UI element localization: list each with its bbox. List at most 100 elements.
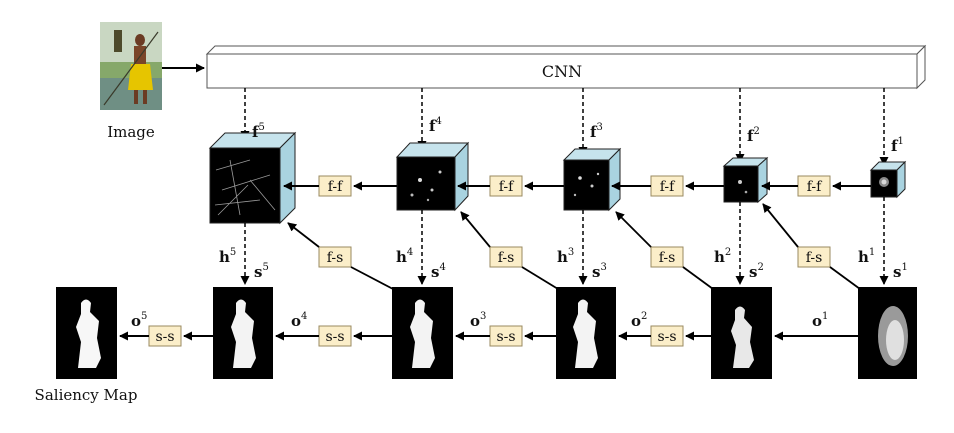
s4-sup: 4 bbox=[439, 262, 445, 273]
s5-sup: 5 bbox=[262, 262, 268, 273]
s3-to-fs2-line bbox=[521, 266, 559, 290]
feature-cube-f5 bbox=[208, 131, 297, 225]
saliency-map-s5 bbox=[213, 287, 273, 379]
s-labels: s5 s4 s3 s2 s1 bbox=[254, 262, 908, 281]
o4-label: o bbox=[291, 312, 301, 330]
ff-module-1: f-f bbox=[318, 175, 352, 197]
ff-module-3: f-f bbox=[650, 175, 684, 197]
svg-text:f-f: f-f bbox=[807, 179, 823, 195]
svg-text:h2: h2 bbox=[714, 247, 731, 266]
svg-text:o5: o5 bbox=[131, 311, 147, 330]
svg-text:f-s: f-s bbox=[498, 250, 515, 266]
ss-module-3: s-s bbox=[318, 325, 352, 347]
svg-text:o1: o1 bbox=[812, 311, 828, 330]
fs-module-3: f-s bbox=[650, 246, 684, 268]
svg-text:f-s: f-s bbox=[327, 250, 344, 266]
f-labels: f5 f4 f3 f2 f1 bbox=[252, 116, 904, 155]
saliency-map-s4 bbox=[392, 287, 453, 379]
f5-label: f bbox=[252, 123, 260, 141]
h3-sup: 3 bbox=[568, 247, 574, 258]
svg-text:s-s: s-s bbox=[657, 329, 676, 345]
o5-sup: 5 bbox=[141, 311, 147, 322]
h5-sup: 5 bbox=[230, 247, 236, 258]
svg-text:f-s: f-s bbox=[659, 250, 676, 266]
svg-text:s-s: s-s bbox=[325, 329, 344, 345]
ss-module-1: s-s bbox=[650, 325, 684, 347]
svg-text:o2: o2 bbox=[631, 311, 647, 330]
svg-text:o3: o3 bbox=[470, 311, 486, 330]
svg-text:f-f: f-f bbox=[328, 179, 344, 195]
s5-label: s bbox=[254, 263, 262, 281]
o1-sup: 1 bbox=[822, 311, 828, 322]
svg-text:f5: f5 bbox=[252, 122, 265, 141]
o5-label: o bbox=[131, 312, 141, 330]
ss-module-2: s-s bbox=[489, 325, 523, 347]
f2-sup: 2 bbox=[753, 126, 759, 137]
saliency-map-s1 bbox=[858, 287, 917, 379]
fs4-to-f2-arrow bbox=[762, 203, 799, 248]
feature-cube-f1 bbox=[869, 160, 907, 199]
feature-cube-f2 bbox=[722, 156, 769, 204]
svg-text:s3: s3 bbox=[592, 262, 607, 281]
o2-label: o bbox=[631, 312, 641, 330]
saliency-map-s2 bbox=[711, 287, 772, 379]
h1-sup: 1 bbox=[869, 247, 875, 258]
h-labels: h5 h4 h3 h2 h1 bbox=[219, 247, 875, 266]
f1-label: f bbox=[891, 137, 899, 155]
svg-text:f-f: f-f bbox=[499, 179, 515, 195]
svg-text:o4: o4 bbox=[291, 311, 307, 330]
svg-text:f1: f1 bbox=[891, 136, 904, 155]
fs-module-4: f-s bbox=[797, 246, 831, 268]
ss-module-4: s-s bbox=[148, 325, 182, 347]
h1-label: h bbox=[858, 248, 869, 266]
s2-to-fs3-line bbox=[682, 266, 714, 290]
o1-label: o bbox=[812, 312, 822, 330]
cnn-block bbox=[205, 44, 927, 90]
ff-module-4: f-f bbox=[797, 175, 831, 197]
svg-text:s4: s4 bbox=[431, 262, 446, 281]
svg-text:s-s: s-s bbox=[496, 329, 515, 345]
s3-sup: 3 bbox=[600, 262, 606, 273]
feature-cube-f4 bbox=[395, 141, 470, 212]
h4-sup: 4 bbox=[407, 247, 413, 258]
feature-cube-f3 bbox=[562, 147, 622, 212]
svg-text:f-s: f-s bbox=[806, 250, 823, 266]
s4-to-fs1-line bbox=[350, 266, 394, 290]
svg-text:f4: f4 bbox=[429, 116, 442, 135]
s3-label: s bbox=[592, 263, 600, 281]
svg-text:f-f: f-f bbox=[660, 179, 676, 195]
saliency-map-output bbox=[56, 287, 117, 379]
image-caption: Image bbox=[107, 123, 155, 141]
fs1-to-f5-arrow bbox=[287, 222, 320, 248]
f2-label: f bbox=[747, 127, 755, 145]
svg-text:f2: f2 bbox=[747, 126, 760, 145]
fs-module-1: f-s bbox=[318, 246, 352, 268]
s1-to-fs4-line bbox=[829, 266, 861, 290]
cnn-label: CNN bbox=[542, 62, 582, 81]
svg-text:h4: h4 bbox=[396, 247, 413, 266]
f4-label: f bbox=[429, 117, 437, 135]
s2-label: s bbox=[749, 263, 757, 281]
s1-label: s bbox=[893, 263, 901, 281]
s2-sup: 2 bbox=[757, 262, 763, 273]
svg-text:h5: h5 bbox=[219, 247, 236, 266]
f5-sup: 5 bbox=[258, 122, 264, 133]
h3-label: h bbox=[557, 248, 568, 266]
svg-text:h1: h1 bbox=[858, 247, 875, 266]
ff-module-2: f-f bbox=[489, 175, 523, 197]
h5-label: h bbox=[219, 248, 230, 266]
f3-sup: 3 bbox=[596, 122, 602, 133]
svg-text:f3: f3 bbox=[590, 122, 603, 141]
svg-text:s-s: s-s bbox=[155, 329, 174, 345]
saliency-map-s3 bbox=[556, 287, 616, 379]
f3-label: f bbox=[590, 123, 598, 141]
o3-label: o bbox=[470, 312, 480, 330]
o2-sup: 2 bbox=[641, 311, 647, 322]
svg-text:s2: s2 bbox=[749, 262, 764, 281]
o3-sup: 3 bbox=[480, 311, 486, 322]
svg-text:h3: h3 bbox=[557, 247, 574, 266]
f1-sup: 1 bbox=[897, 136, 903, 147]
h2-sup: 2 bbox=[725, 247, 731, 258]
svg-text:s1: s1 bbox=[893, 262, 908, 281]
